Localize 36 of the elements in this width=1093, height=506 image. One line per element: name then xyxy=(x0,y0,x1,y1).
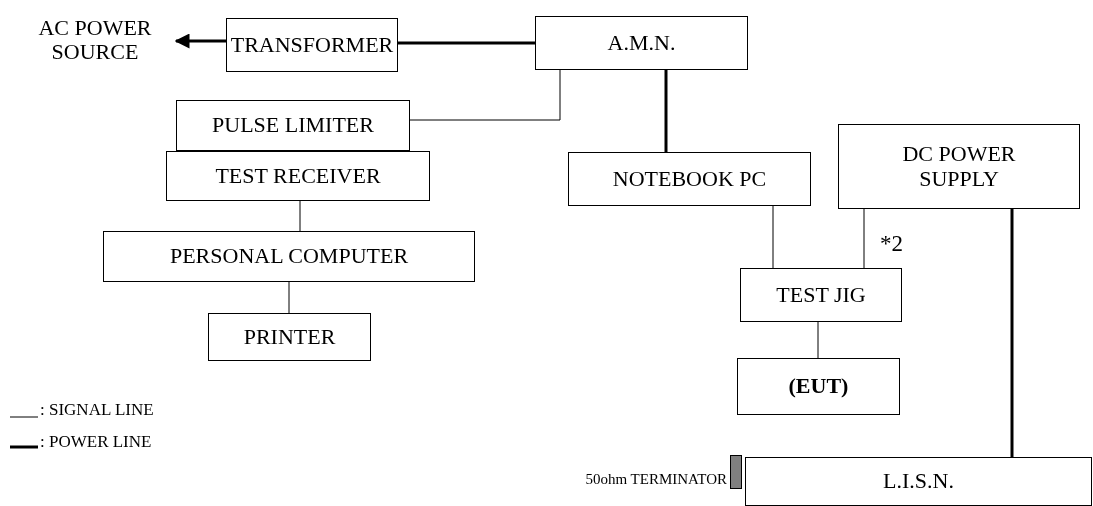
box-label: DC POWER SUPPLY xyxy=(901,142,1017,191)
box-label: TRANSFORMER xyxy=(230,32,394,58)
power-line xyxy=(398,41,535,45)
box-label: PRINTER xyxy=(243,324,336,350)
box-label: TEST JIG xyxy=(776,282,866,308)
signal-line xyxy=(299,200,301,232)
box-label: TEST RECEIVER xyxy=(215,163,381,189)
signal-line xyxy=(409,69,561,121)
source-label: AC POWER SOURCE xyxy=(37,15,153,65)
equipment-box xyxy=(838,124,1080,209)
box-label: PULSE LIMITER xyxy=(212,113,374,138)
legend-label: : SIGNAL LINE xyxy=(40,400,154,420)
box-label: A.M.N. xyxy=(607,30,676,56)
signal-line xyxy=(772,205,774,269)
signal-line xyxy=(863,208,865,269)
power-line xyxy=(664,70,668,152)
equipment-box xyxy=(103,231,475,282)
equipment-box xyxy=(535,16,748,70)
terminator-label: 50ohm TERMINATOR xyxy=(585,471,727,488)
box-label: L.I.S.N. xyxy=(883,469,954,494)
equipment-box xyxy=(740,268,902,322)
equipment-box xyxy=(737,358,900,415)
equipment-box xyxy=(208,313,371,361)
power-line xyxy=(174,33,226,49)
equipment-box xyxy=(568,152,811,206)
signal-line xyxy=(817,321,819,359)
box-label: PERSONAL COMPUTER xyxy=(169,244,409,269)
power-line xyxy=(1010,209,1014,457)
equipment-box xyxy=(166,151,430,201)
equipment-box xyxy=(176,100,410,151)
signal-line xyxy=(288,281,290,314)
equipment-box xyxy=(226,18,398,72)
box-label: NOTEBOOK PC xyxy=(612,166,767,192)
equipment-box xyxy=(745,457,1092,506)
legend-label: : POWER LINE xyxy=(40,432,152,452)
box-label: (EUT) xyxy=(788,374,849,399)
